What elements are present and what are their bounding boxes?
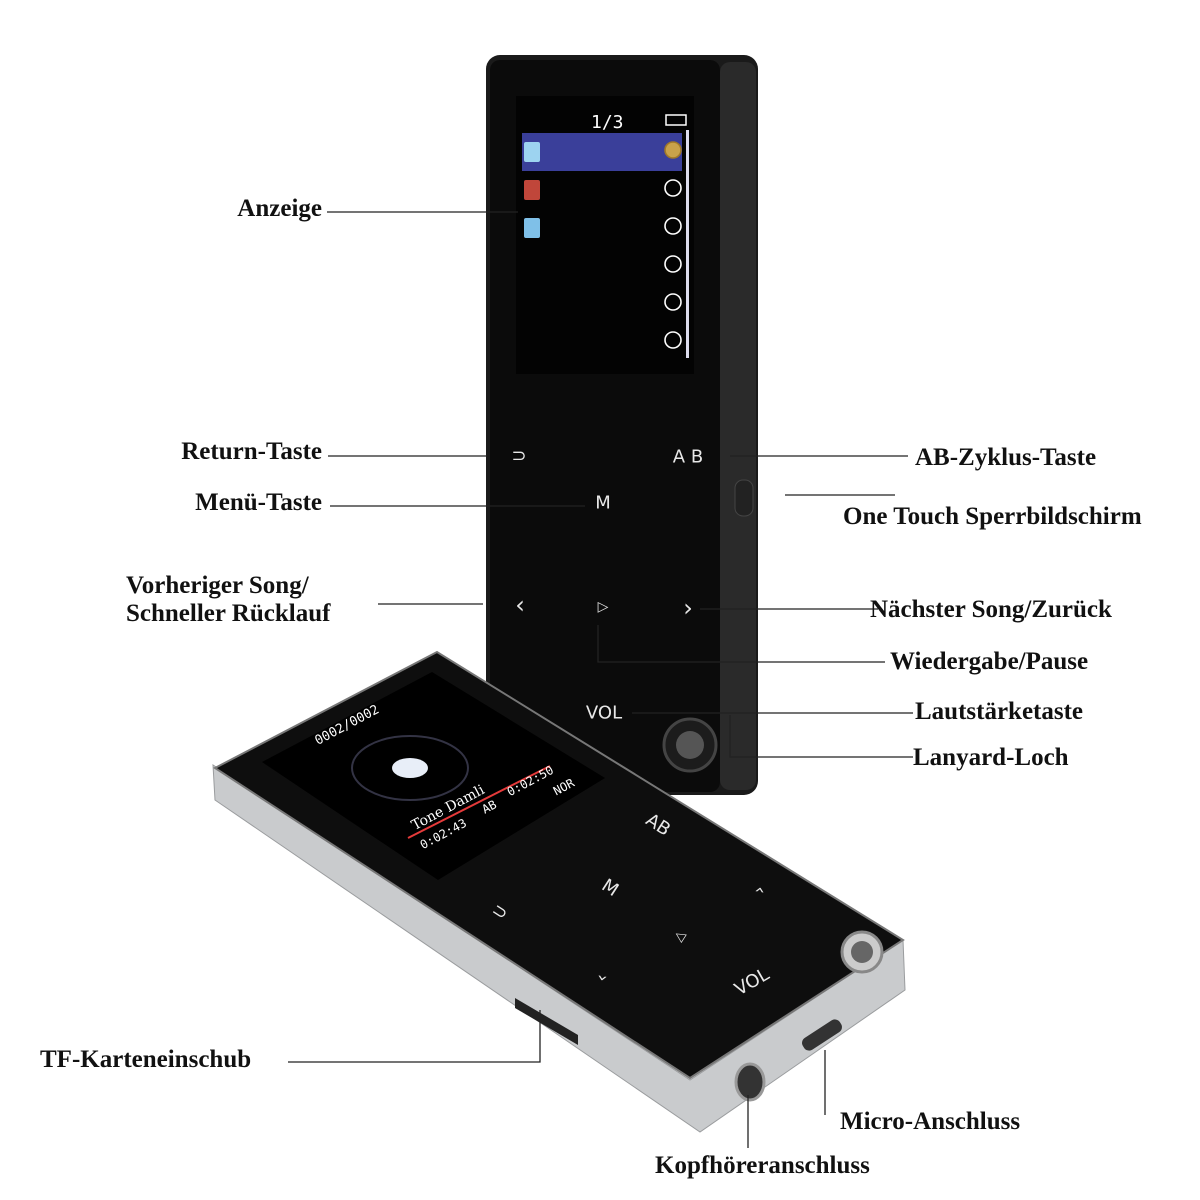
- recorder-icon: [524, 180, 540, 200]
- menu-button[interactable]: M: [595, 492, 611, 514]
- play-pause-button[interactable]: ▷: [597, 599, 609, 615]
- vinyl-disc-icon: [392, 758, 428, 778]
- next-button[interactable]: ›: [683, 594, 693, 622]
- radio-button[interactable]: [664, 255, 682, 273]
- music-icon: [524, 142, 540, 162]
- volume-button[interactable]: VOL: [585, 702, 623, 724]
- page-indicator: 1/3: [591, 112, 624, 133]
- label-lanyard: Lanyard-Loch: [913, 744, 1069, 771]
- label-ab-cycle: AB-Zyklus-Taste: [915, 444, 1097, 471]
- label-volume: Lautstärketaste: [915, 698, 1084, 725]
- selected-row-highlight: [522, 133, 682, 171]
- radio-button[interactable]: [664, 141, 682, 159]
- micro-usb-port: [802, 1019, 842, 1051]
- ab-button[interactable]: A B: [672, 446, 704, 468]
- label-prev-song-2: Schneller Rücklauf: [126, 600, 331, 627]
- label-tf-slot: TF-Karteneinschub: [40, 1046, 252, 1073]
- tilted-device-silver-frame: [212, 764, 906, 1133]
- progress-bar[interactable]: [407, 765, 551, 839]
- prev-button[interactable]: ‹: [515, 591, 525, 619]
- label-return-key: Return-Taste: [181, 438, 322, 465]
- scrollbar[interactable]: [686, 130, 689, 358]
- battery-icon: [665, 114, 687, 126]
- label-next-song: Nächster Song/Zurück: [870, 596, 1112, 623]
- label-lock-screen: One Touch Sperrbildschirm: [843, 503, 1142, 530]
- label-headphone: Kopfhöreranschluss: [655, 1152, 870, 1179]
- tilted-screen: [262, 672, 605, 880]
- return-button[interactable]: ⊃: [511, 445, 527, 467]
- radio-button[interactable]: [664, 293, 682, 311]
- label-prev-song-1: Vorheriger Song/: [126, 572, 309, 599]
- label-micro: Micro-Anschluss: [840, 1108, 1021, 1135]
- lock-button[interactable]: [734, 479, 754, 517]
- label-menu-key: Menü-Taste: [195, 489, 322, 516]
- radio-button[interactable]: [664, 179, 682, 197]
- video-icon: [524, 218, 540, 238]
- headphone-jack: [734, 1062, 766, 1102]
- label-play-pause: Wiedergabe/Pause: [890, 648, 1089, 675]
- tf-card-slot: [515, 998, 578, 1045]
- leader-lines: [288, 211, 913, 1148]
- label-display: Anzeige: [237, 195, 322, 222]
- radio-button[interactable]: [664, 331, 682, 349]
- tilted-lanyard-hole: [851, 941, 873, 963]
- radio-button[interactable]: [664, 217, 682, 235]
